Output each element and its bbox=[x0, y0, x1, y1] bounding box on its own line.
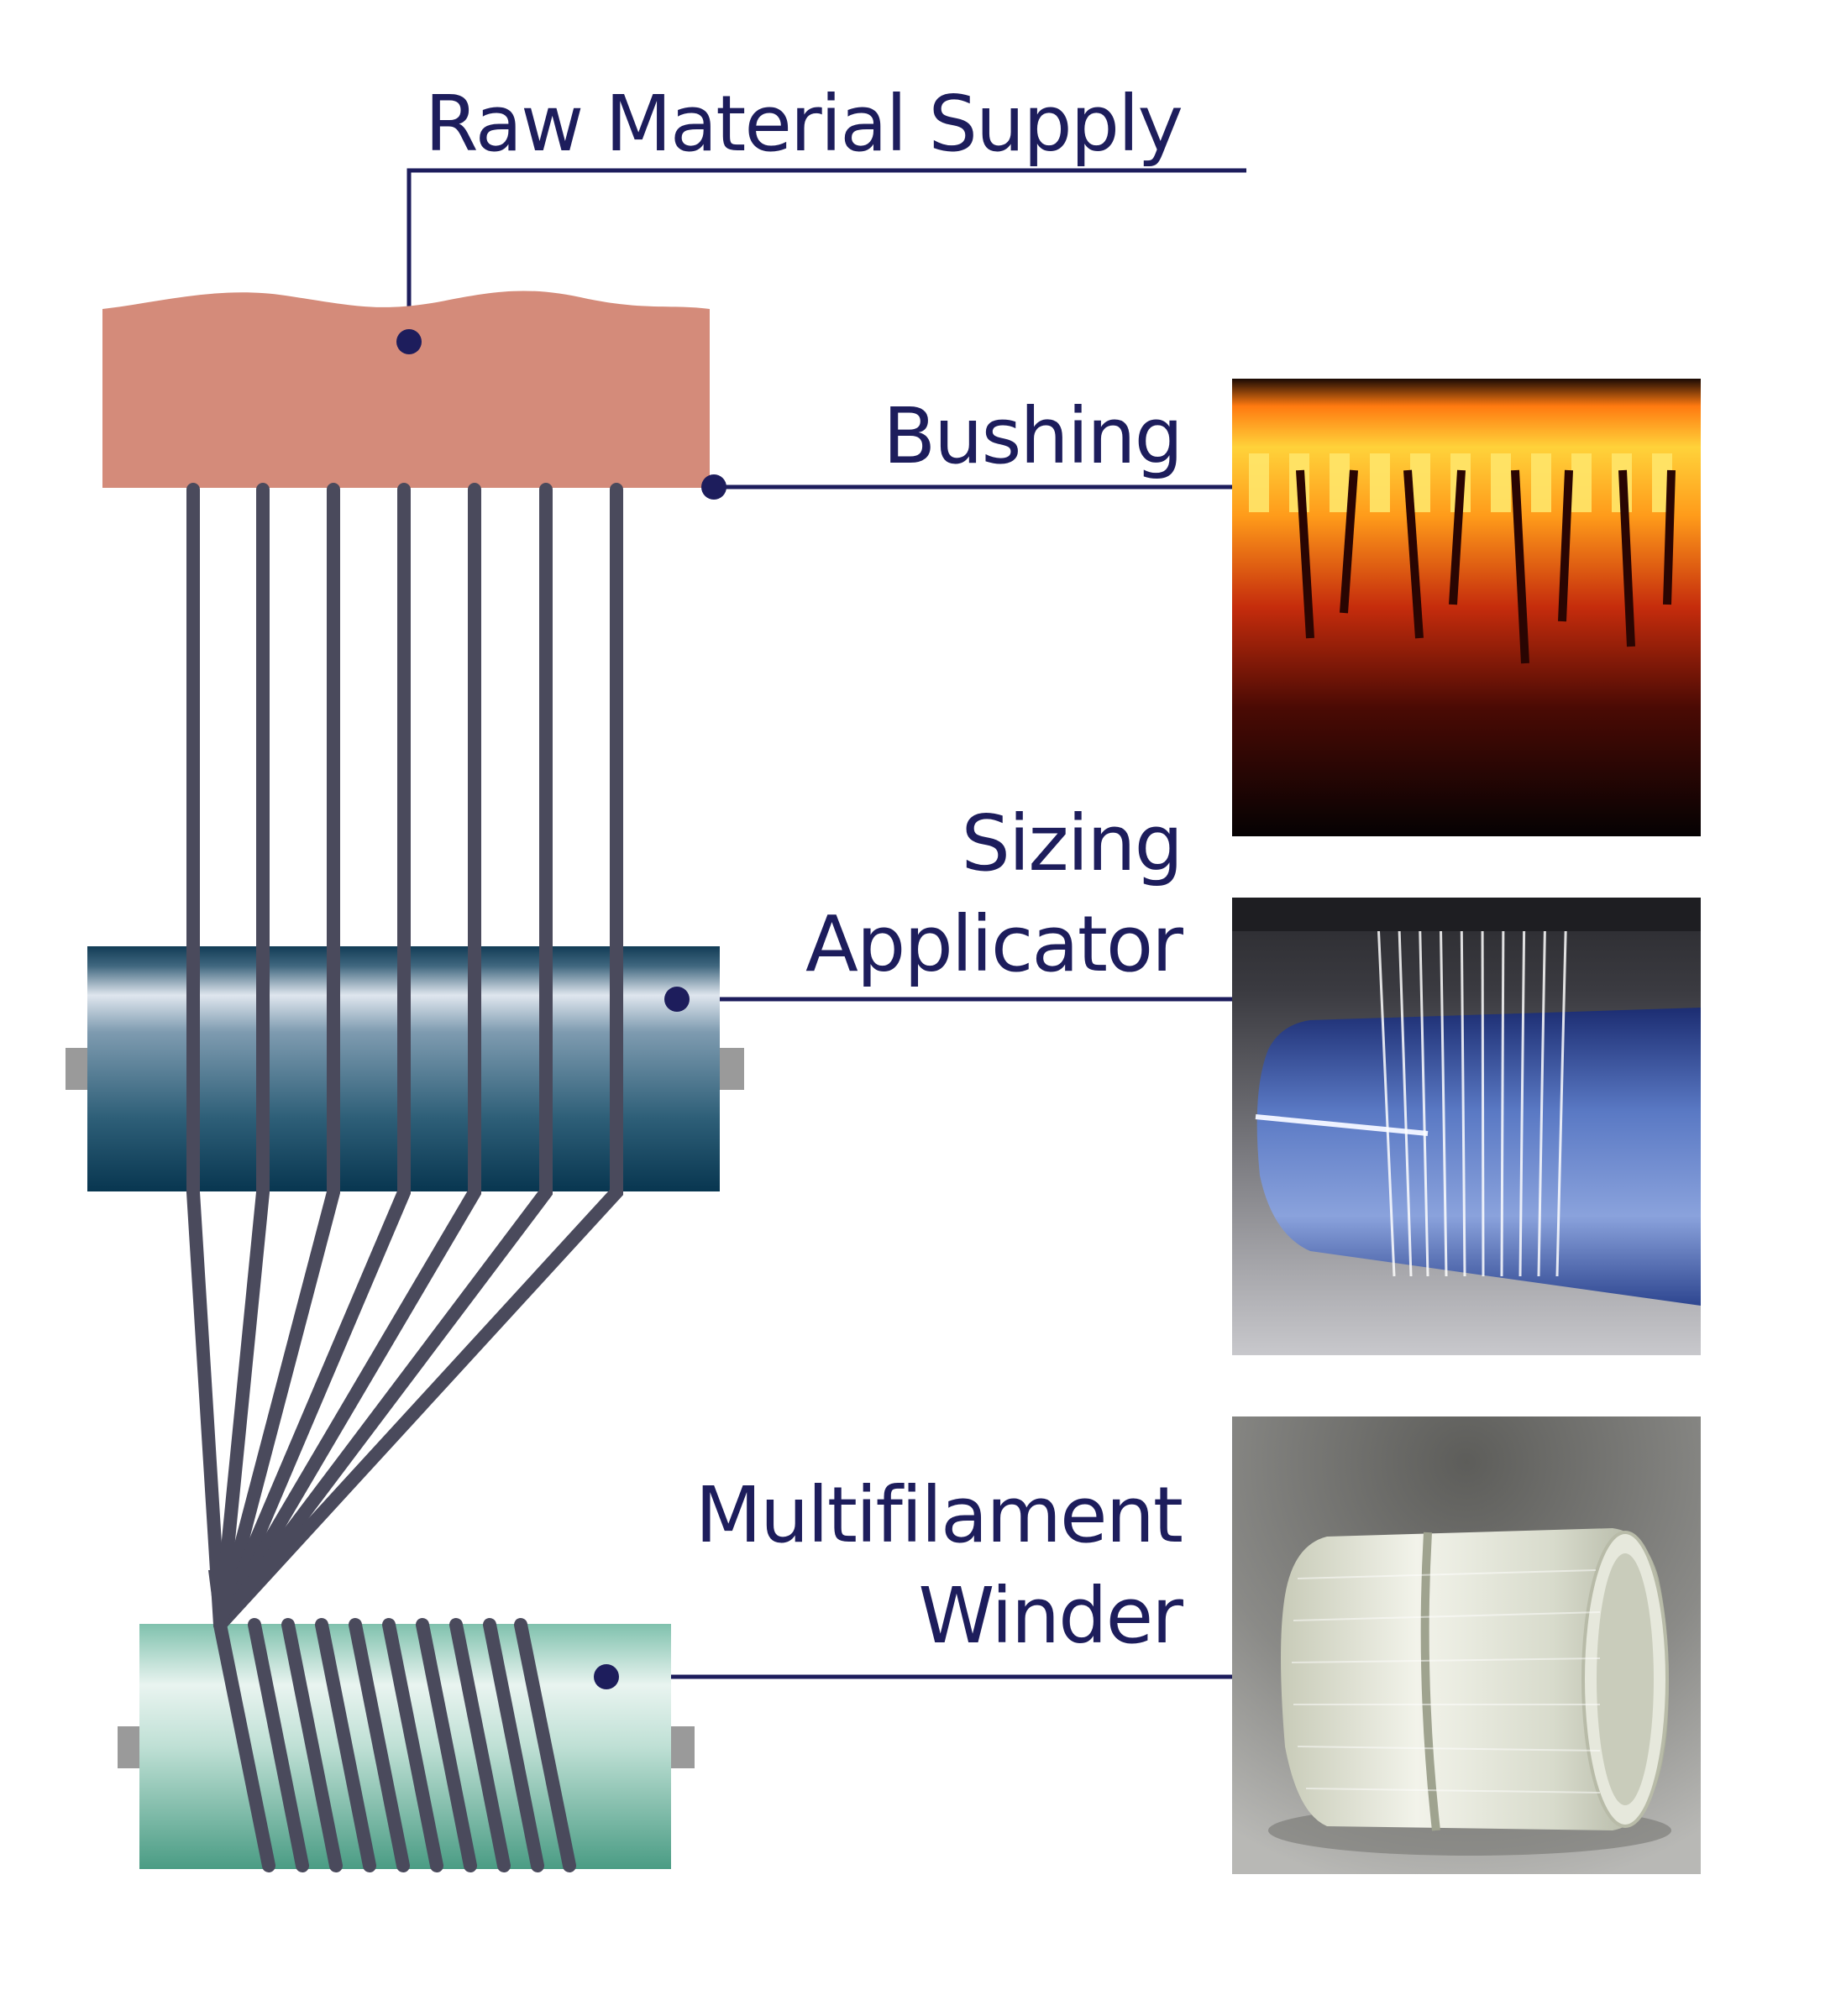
filament bbox=[213, 483, 340, 1631]
filament bbox=[213, 483, 623, 1631]
filaments bbox=[186, 483, 623, 1631]
filament bbox=[213, 483, 553, 1631]
coil-wrap bbox=[382, 1618, 443, 1872]
winder-axle-left bbox=[118, 1726, 143, 1768]
filament bbox=[213, 483, 411, 1631]
winder-roller bbox=[139, 1624, 671, 1869]
label-multifilament-line1: Multifilament bbox=[695, 1470, 1183, 1560]
winder-coils bbox=[213, 1618, 576, 1872]
coil-wrap bbox=[416, 1618, 477, 1872]
multifilament-spool-photo bbox=[1232, 1416, 1701, 1874]
filament-bundle bbox=[208, 1570, 239, 1636]
applicator-axle-left bbox=[66, 1048, 91, 1090]
coil-wrap bbox=[248, 1618, 309, 1872]
dot-bushing bbox=[701, 474, 726, 500]
axles bbox=[66, 1048, 744, 1768]
leader-lines bbox=[406, 168, 1246, 1679]
winder-axle-right bbox=[669, 1726, 695, 1768]
label-bushing: Bushing bbox=[883, 391, 1183, 481]
label-applicator-line2: Applicator bbox=[805, 899, 1183, 989]
label-winder-line2: Winder bbox=[918, 1571, 1183, 1661]
applicator-axle-right bbox=[719, 1048, 744, 1090]
raw-material-block bbox=[102, 291, 710, 488]
leader-dots bbox=[396, 329, 726, 1689]
coil-wrap bbox=[349, 1618, 410, 1872]
dot-applicator bbox=[664, 987, 690, 1012]
dot-winder bbox=[594, 1664, 619, 1689]
coil-wrap bbox=[213, 1618, 275, 1872]
coil-wrap bbox=[315, 1618, 376, 1872]
leader-raw-material bbox=[406, 168, 1246, 342]
filament bbox=[213, 483, 270, 1631]
dot-raw-material bbox=[396, 329, 422, 354]
label-raw-material-supply: Raw Material Supply bbox=[424, 79, 1183, 169]
coil-wrap bbox=[281, 1618, 343, 1872]
bushing-photo bbox=[1232, 379, 1701, 836]
coil-wrap bbox=[514, 1618, 576, 1872]
coil-wrap bbox=[449, 1618, 511, 1872]
filament bbox=[213, 483, 481, 1631]
filament bbox=[186, 483, 227, 1631]
label-sizing-line1: Sizing bbox=[961, 799, 1183, 888]
coil-wrap bbox=[483, 1618, 544, 1872]
sizing-applicator-photo bbox=[1232, 898, 1701, 1355]
